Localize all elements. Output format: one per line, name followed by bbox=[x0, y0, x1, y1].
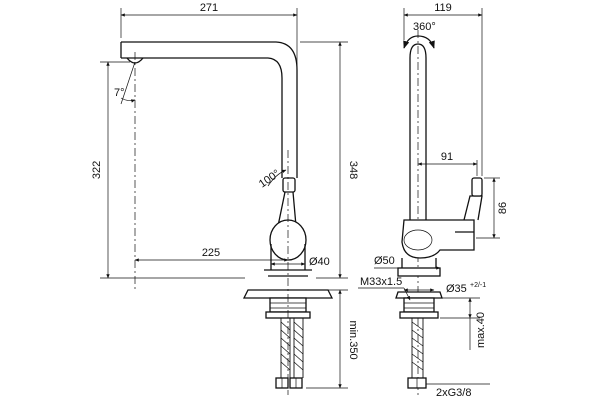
dim-angle-handle: 100° bbox=[257, 168, 283, 191]
dim-hole-diameter: Ø50 bbox=[374, 255, 395, 267]
dim-handle-height: 86 bbox=[497, 202, 509, 214]
dim-side-height: 322 bbox=[91, 161, 103, 179]
rotation-arrow bbox=[403, 35, 435, 49]
side-hoses bbox=[275, 318, 304, 389]
dim-hose-length: min.350 bbox=[347, 320, 359, 359]
side-spout bbox=[121, 41, 298, 178]
dim-connections: 2xG3/8 bbox=[436, 387, 471, 399]
front-handle-tip bbox=[471, 177, 483, 197]
dim-side-width: 271 bbox=[200, 2, 218, 14]
dim-reach: 225 bbox=[202, 247, 220, 259]
dim-mount-hole: Ø35 bbox=[446, 283, 467, 295]
dim-max-thickness: max.40 bbox=[475, 312, 487, 348]
side-handle-tip bbox=[282, 177, 296, 193]
front-mount-plate bbox=[395, 291, 443, 299]
dim-mount-hole-tol: +2/-1 bbox=[470, 282, 486, 289]
side-view: 271 322 348 7° 100° 225 Ø40 min.350 bbox=[91, 2, 359, 395]
front-body bbox=[401, 219, 475, 259]
dim-handle-offset: 91 bbox=[441, 151, 453, 163]
dim-thread: M33x1.5 bbox=[360, 276, 402, 288]
dim-rotation: 360° bbox=[413, 21, 436, 33]
front-hoses bbox=[407, 318, 427, 389]
dim-front-width: 119 bbox=[434, 2, 452, 14]
dim-angle-spout: 7° bbox=[114, 87, 125, 99]
dim-total-height: 348 bbox=[347, 161, 359, 179]
front-view: 360° 119 91 bbox=[358, 2, 509, 399]
dim-body-diameter: Ø40 bbox=[309, 256, 330, 268]
